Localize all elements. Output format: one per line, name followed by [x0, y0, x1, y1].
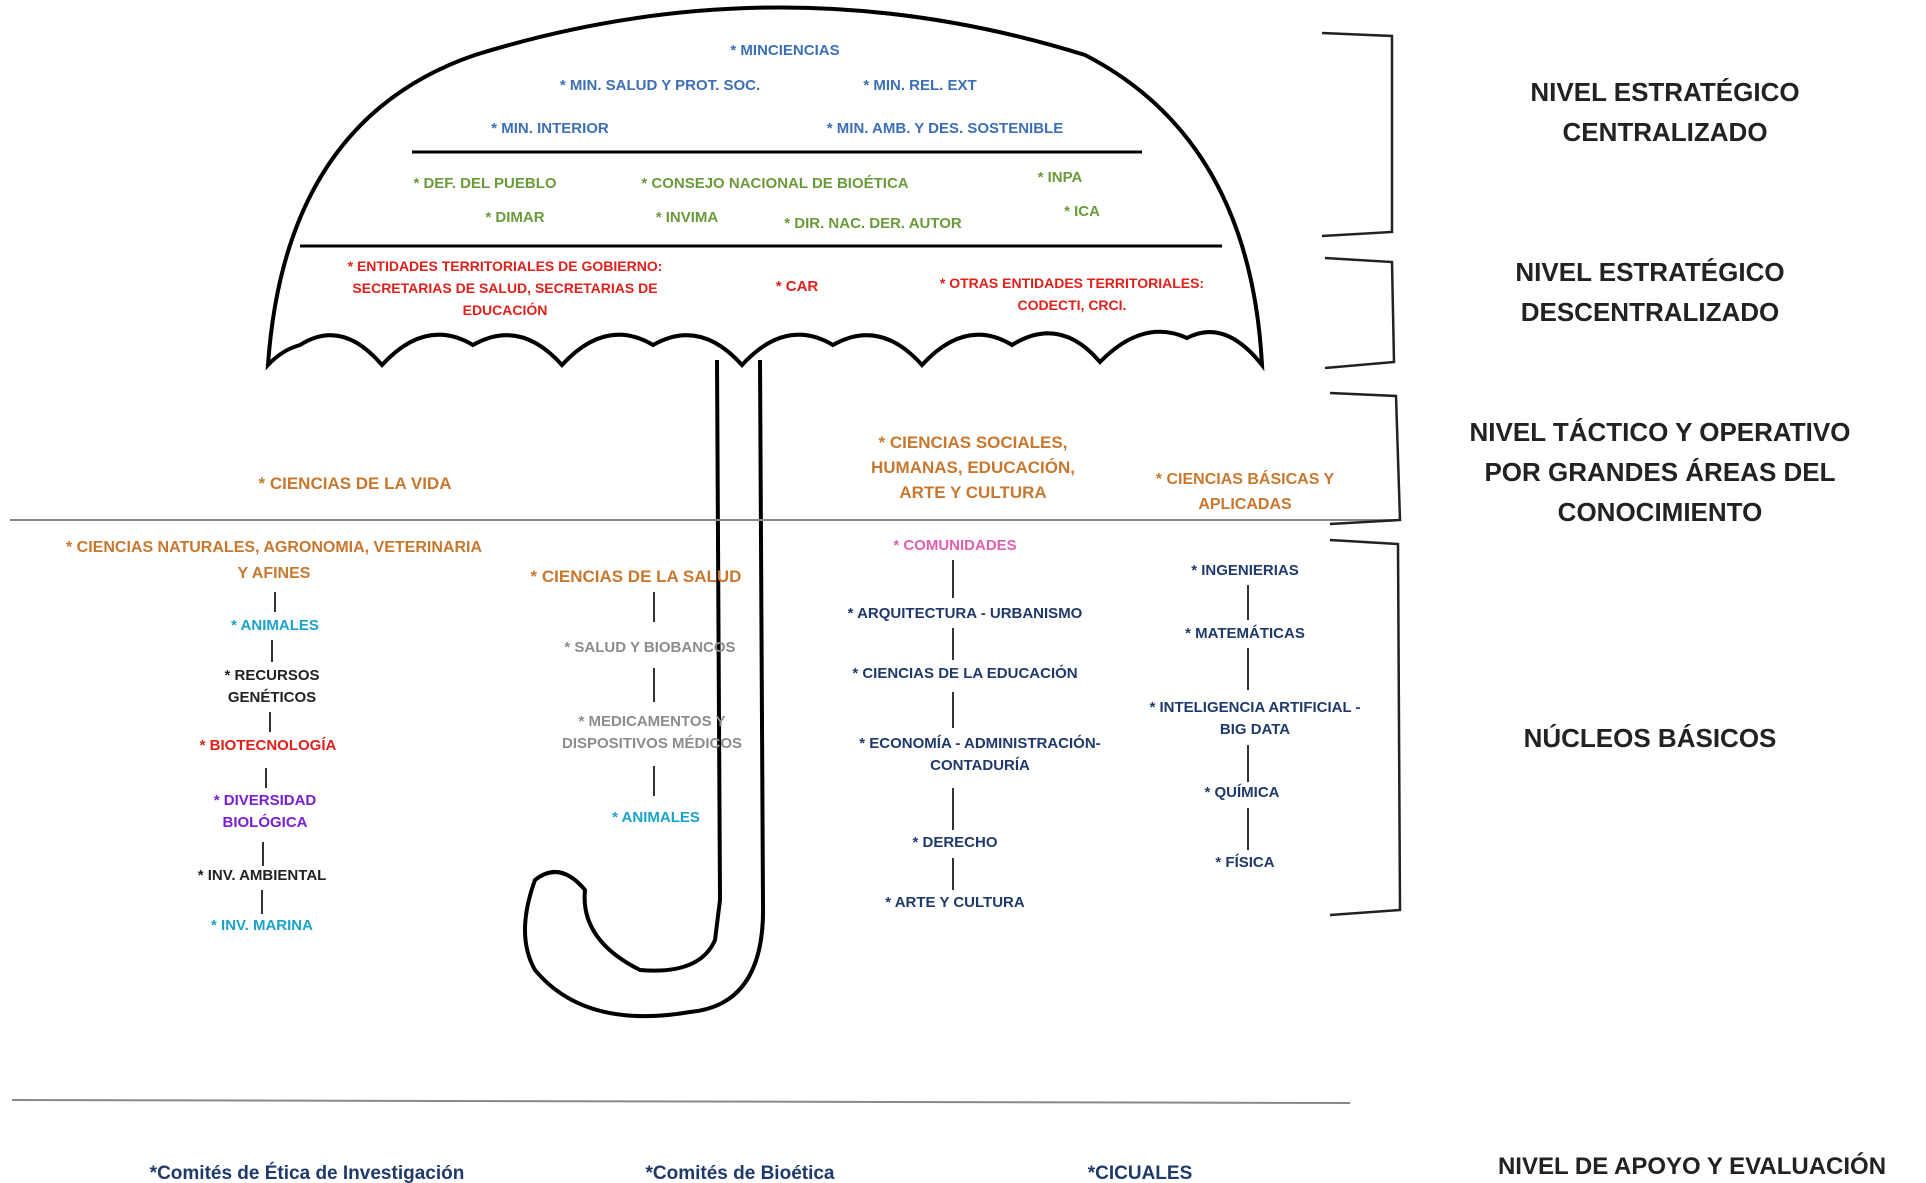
other-territorial-label-line-1: * OTRAS ENTIDADES TERRITORIALES: [940, 275, 1204, 291]
natural-item-4-line-1: * DIVERSIDAD [214, 792, 317, 809]
basic-sciences-label-line-1: * CIENCIAS BÁSICAS Y [1156, 469, 1335, 488]
social-item-6-line-1: * ARTE Y CULTURA [885, 894, 1025, 911]
health-item-2-line-2: DISPOSITIVOS MÉDICOS [562, 735, 742, 752]
natural-item-3-line-1: * BIOTECNOLOGÍA [200, 737, 337, 754]
natural-sciences-header-line-1: * CIENCIAS NATURALES, AGRONOMIA, VETERIN… [66, 539, 482, 556]
level-core: NÚCLEOS BÁSICOS [1523, 723, 1777, 753]
ministry-label-5: * MIN. AMB. Y DES. SOSTENIBLE [827, 120, 1063, 137]
agency-label-7: * ICA [1064, 203, 1100, 220]
health-item-3-line-1: * ANIMALES [612, 809, 700, 826]
social-item-3-line-1: * CIENCIAS DE LA EDUCACIÓN [852, 664, 1077, 682]
basic-item-2-line-1: * MATEMÁTICAS [1185, 625, 1305, 642]
territorial-government-label-line-3: EDUCACIÓN [463, 301, 548, 318]
territorial-government-label-line-1: * ENTIDADES TERRITORIALES DE GOBIERNO: [348, 258, 663, 274]
natural-sciences-header-line-2: Y AFINES [238, 565, 311, 582]
level-strategic-centralized-line-1: NIVEL ESTRATÉGICO [1530, 77, 1800, 107]
natural-item-6-line-1: * INV. MARINA [211, 917, 313, 934]
level-support: NIVEL DE APOYO Y EVALUACIÓN [1497, 1153, 1887, 1180]
connector-lines [261, 560, 1249, 914]
ministry-label-4: * MIN. INTERIOR [491, 120, 609, 137]
umbrella-handle [523, 359, 766, 1019]
bracket-tactical [1329, 391, 1402, 526]
agency-label-1: * DEF. DEL PUEBLO [413, 175, 556, 192]
level-strategic-decentralized-line-1: NIVEL ESTRATÉGICO [1515, 257, 1785, 287]
health-item-2-line-1: * MEDICAMENTOS Y [579, 713, 726, 730]
agency-label-3: * INPA [1038, 169, 1083, 186]
basic-sciences-label-line-2: APLICADAS [1198, 496, 1292, 513]
other-territorial-label-line-2: CODECTI, CRCI. [1018, 297, 1127, 313]
level-tactical-line-3: CONOCIMIENTO [1557, 497, 1763, 527]
natural-item-2-line-2: GENÉTICOS [228, 689, 316, 706]
natural-item-5-line-1: * INV. AMBIENTAL [198, 867, 327, 884]
basic-item-3-line-1: * INTELIGENCIA ARTIFICIAL - [1149, 699, 1360, 716]
agency-label-4: * DIMAR [485, 209, 544, 226]
level-tactical: NIVEL TÁCTICO Y OPERATIVO POR GRANDES ÁR… [1440, 412, 1880, 532]
level-tactical-line-1: NIVEL TÁCTICO Y OPERATIVO [1469, 417, 1851, 447]
ministry-label-3: * MIN. REL. EXT [863, 77, 976, 94]
cicuales-label: *CICUALES [1088, 1163, 1193, 1183]
diagram-labels: * MINCIENCIAS * MIN. SALUD Y PROT. SOC. * … [66, 42, 1361, 1183]
basic-item-1-line-1: * INGENIERIAS [1191, 562, 1299, 579]
social-item-1-line-1: * COMUNIDADES [893, 537, 1016, 554]
health-item-1-line-1: * SALUD Y BIOBANCOS [564, 639, 735, 656]
basic-item-5-line-1: * FÍSICA [1215, 854, 1274, 871]
social-sciences-label-line-2: HUMANAS, EDUCACIÓN, [871, 458, 1075, 477]
basic-item-3-line-2: BIG DATA [1220, 721, 1290, 738]
level-strategic-decentralized-line-2: DESCENTRALIZADO [1520, 297, 1780, 327]
social-item-5-line-1: * DERECHO [912, 834, 997, 851]
agency-label-2: * CONSEJO NACIONAL DE BIOÉTICA [641, 175, 908, 192]
ministry-label-2: * MIN. SALUD Y PROT. SOC. [560, 77, 760, 94]
bracket-core [1329, 538, 1402, 917]
level-tactical-line-2: POR GRANDES ÁREAS DEL [1484, 457, 1836, 487]
life-sciences-label: * CIENCIAS DE LA VIDA [258, 474, 451, 493]
level-strategic-centralized: NIVEL ESTRATÉGICO CENTRALIZADO [1455, 72, 1875, 152]
social-sciences-label-line-1: * CIENCIAS SOCIALES, [879, 433, 1068, 452]
umbrella-canopy [265, 5, 1265, 372]
social-item-2-line-1: * ARQUITECTURA - URBANISMO [848, 605, 1083, 622]
natural-item-4-line-2: BIOLÓGICA [223, 813, 308, 831]
natural-item-2-line-1: * RECURSOS [224, 667, 319, 684]
bracket-strategic-decentralized [1324, 256, 1396, 370]
car-label: * CAR [776, 278, 819, 295]
ethics-committees-label: *Comités de Ética de Investigación [150, 1162, 465, 1183]
level-strategic-decentralized: NIVEL ESTRATÉGICO DESCENTRALIZADO [1440, 252, 1860, 332]
basic-item-4-line-1: * QUÍMICA [1205, 784, 1280, 801]
natural-item-1-line-1: * ANIMALES [231, 617, 319, 634]
social-item-4-line-2: CONTADURÍA [930, 757, 1030, 774]
bioethics-committees-label: *Comités de Bioética [646, 1163, 835, 1183]
social-sciences-label-line-3: ARTE Y CULTURA [899, 483, 1046, 502]
level-strategic-centralized-line-2: CENTRALIZADO [1562, 117, 1768, 147]
support-separator [11, 1099, 1351, 1104]
bracket-strategic-centralized [1321, 31, 1394, 238]
health-sciences-header: * CIENCIAS DE LA SALUD [531, 567, 742, 586]
agency-label-6: * DIR. NAC. DER. AUTOR [784, 215, 962, 232]
social-item-4-line-1: * ECONOMÍA - ADMINISTRACIÓN- [859, 734, 1100, 752]
ministry-label-1: * MINCIENCIAS [730, 42, 839, 59]
territorial-government-label-line-2: SECRETARIAS DE SALUD, SECRETARIAS DE [352, 280, 657, 296]
agency-label-5: * INVIMA [656, 209, 719, 226]
